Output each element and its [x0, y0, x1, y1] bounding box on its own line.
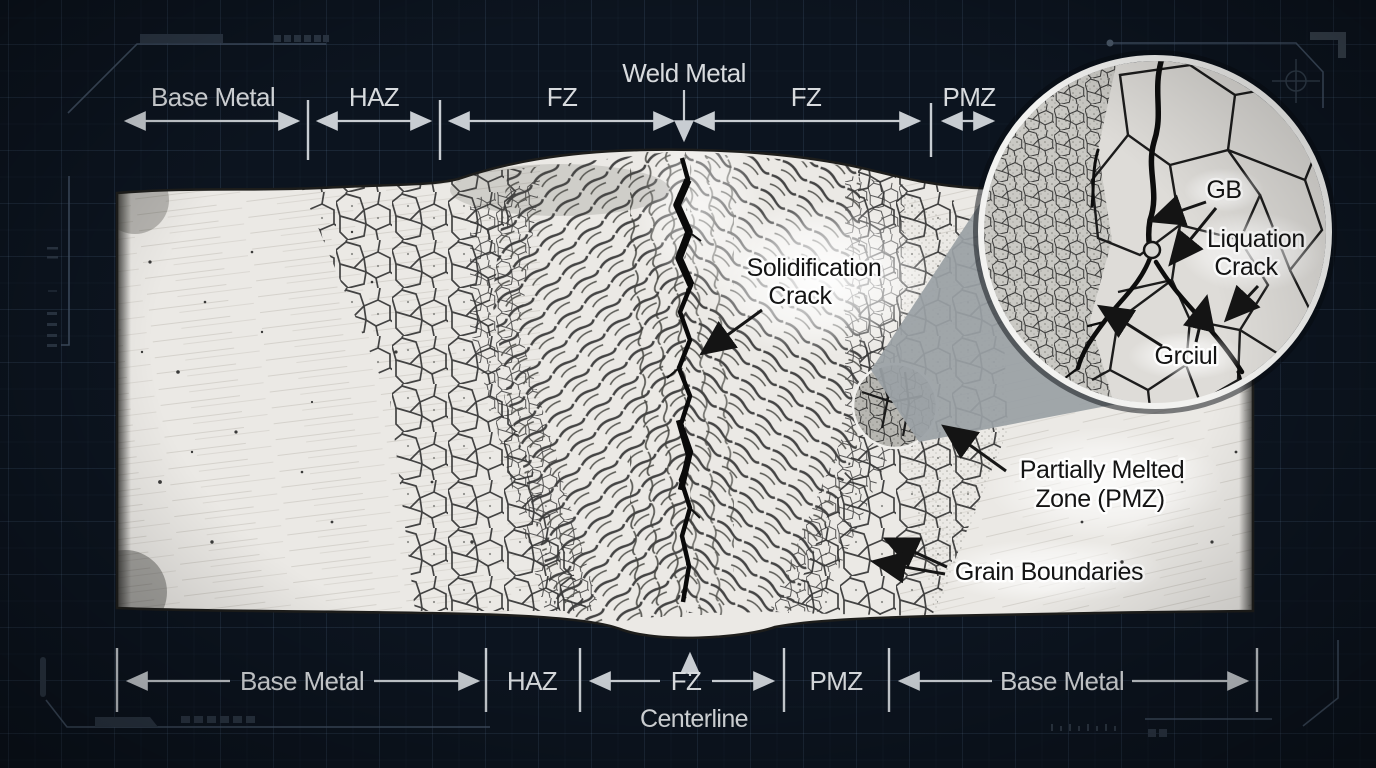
hud-ruler-ticks	[1051, 724, 1116, 731]
solidification-crack-label-line2: Crack	[768, 282, 832, 310]
bottom-dimension-lines	[115, 648, 1259, 712]
top-label-weld-metal: Weld Metal	[622, 58, 746, 88]
grain-boundaries-label: Grain Boundaries	[955, 558, 1143, 586]
hud-decoration-bottom-left	[40, 657, 490, 728]
hud-trapezoid	[95, 717, 158, 727]
crown-glow	[635, 149, 765, 295]
inclusion-dots	[140, 230, 1238, 564]
top-smudge	[450, 164, 670, 216]
top-label-haz: HAZ	[349, 82, 400, 112]
inset-speckle-texture	[984, 61, 1118, 403]
label-glow	[985, 427, 1225, 539]
liquation-crack-label-line1: Liquation	[1207, 225, 1305, 253]
pmz-label-line2: Zone (PMZ)	[1035, 485, 1164, 513]
hud-dot	[1106, 39, 1114, 47]
corner-smudge	[117, 550, 167, 634]
liquation-crack-label-line2: Crack	[1214, 253, 1278, 281]
hud-decoration-top-right	[1106, 32, 1346, 108]
hud-decoration-left	[47, 176, 70, 347]
solidification-crack-label-line1: Solidification	[747, 254, 882, 282]
inset-labels: GB Liquation Crack Grciul	[1096, 168, 1324, 380]
solidification-crack	[666, 157, 702, 603]
hud-bar	[140, 34, 223, 43]
top-dimension-annotations: Base Metal HAZ FZ Weld Metal FZ PMZ	[123, 58, 997, 160]
top-label-pmz: PMZ	[942, 82, 996, 112]
hud-corner-bracket	[1310, 32, 1346, 58]
solidification-crack-arrow	[699, 308, 763, 356]
grain-boundaries-arrows	[870, 537, 948, 584]
bottom-dimension-annotations: Base Metal HAZ FZ PMZ Base Metal Centerl…	[115, 648, 1259, 733]
bottom-label-haz: HAZ	[507, 666, 558, 696]
hud-decoration-top-left	[67, 34, 329, 114]
top-dimension-lines	[123, 90, 996, 160]
gb-label: GB	[1206, 176, 1241, 204]
hud-left-dashes	[47, 247, 58, 347]
bottom-label-base-metal-right: Base Metal	[1000, 666, 1124, 696]
specimen-annotations: Solidification Crack Partially Melted Zo…	[699, 252, 1187, 589]
centerline-label: Centerline	[640, 705, 748, 733]
bottom-label-fz: FZ	[671, 666, 702, 696]
bottom-label-base-metal-left: Base Metal	[240, 666, 364, 696]
top-label-fz-right: FZ	[791, 82, 822, 112]
bottom-label-pmz: PMZ	[809, 666, 863, 696]
inset-label-arrows	[1096, 194, 1261, 348]
hud-crosshair-icon	[1272, 59, 1320, 103]
inset-crack-nodule	[1142, 240, 1162, 260]
inset-shadow	[973, 50, 1337, 414]
garbled-grain-label: Grciul	[1155, 342, 1218, 370]
top-label-fz-left: FZ	[547, 82, 578, 112]
left-edge-shadow	[117, 150, 131, 620]
pmz-arrow	[941, 424, 1007, 473]
top-label-base-metal: Base Metal	[151, 82, 275, 112]
hud-dashes	[274, 35, 329, 42]
magnified-inset: GB Liquation Crack Grciul	[973, 50, 1337, 414]
inset-ring	[978, 55, 1332, 409]
hud-decoration-bottom-right	[1051, 640, 1339, 737]
hud-bottom-dashes	[181, 716, 255, 723]
label-glow	[935, 539, 1165, 603]
pmz-label-line1: Partially Melted	[1020, 456, 1185, 484]
corner-smudge	[117, 166, 169, 234]
